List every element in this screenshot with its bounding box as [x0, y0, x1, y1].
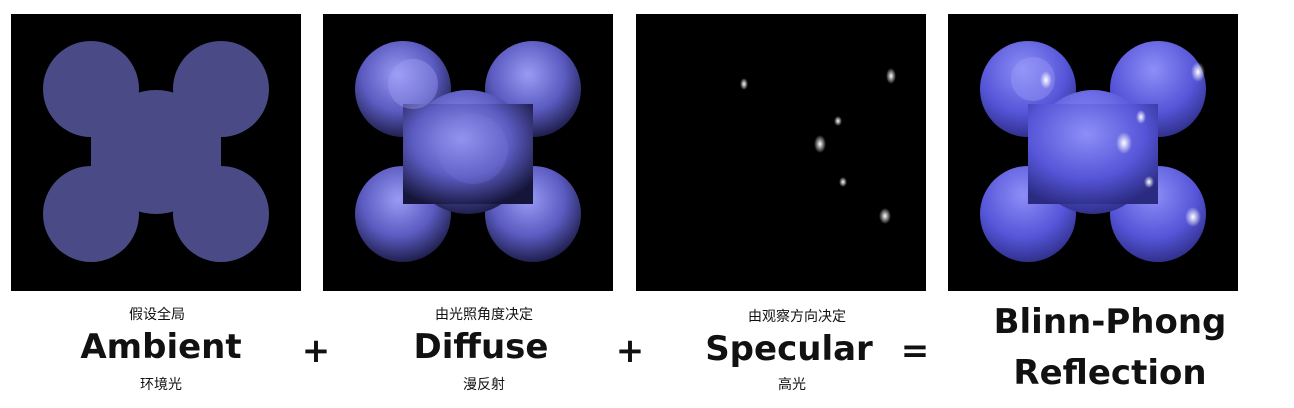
- ambient-subtitle-bottom: 环境光: [140, 377, 182, 393]
- specular-title: Specular: [705, 329, 873, 369]
- specular-subtitle-bottom: 高光: [778, 377, 806, 393]
- ambient-subtitle-top: 假设全局: [129, 307, 185, 323]
- blinn-phong-panel: [948, 14, 1238, 291]
- diffuse-shape: [355, 41, 581, 262]
- diffuse-subtitle-top: 由光照角度决定: [435, 307, 533, 323]
- diffuse-panel: [323, 14, 613, 291]
- plus-operator-2: +: [615, 331, 645, 371]
- diffuse-subtitle-bottom: 漫反射: [463, 377, 505, 393]
- diffuse-title: Diffuse: [413, 327, 549, 367]
- blinn-phong-title-line1: Blinn-Phong: [993, 302, 1227, 342]
- equals-operator: =: [900, 331, 930, 371]
- plus-operator-1: +: [301, 331, 331, 371]
- ambient-title: Ambient: [80, 327, 242, 367]
- ambient-shape: [43, 41, 269, 262]
- specular-subtitle-top: 由观察方向决定: [748, 309, 846, 325]
- specular-highlights: [740, 68, 896, 224]
- ambient-panel: [11, 14, 301, 291]
- blinn-phong-shape: [980, 41, 1206, 262]
- blinn-phong-title-line2: Reflection: [1013, 353, 1207, 393]
- specular-panel: [636, 14, 926, 291]
